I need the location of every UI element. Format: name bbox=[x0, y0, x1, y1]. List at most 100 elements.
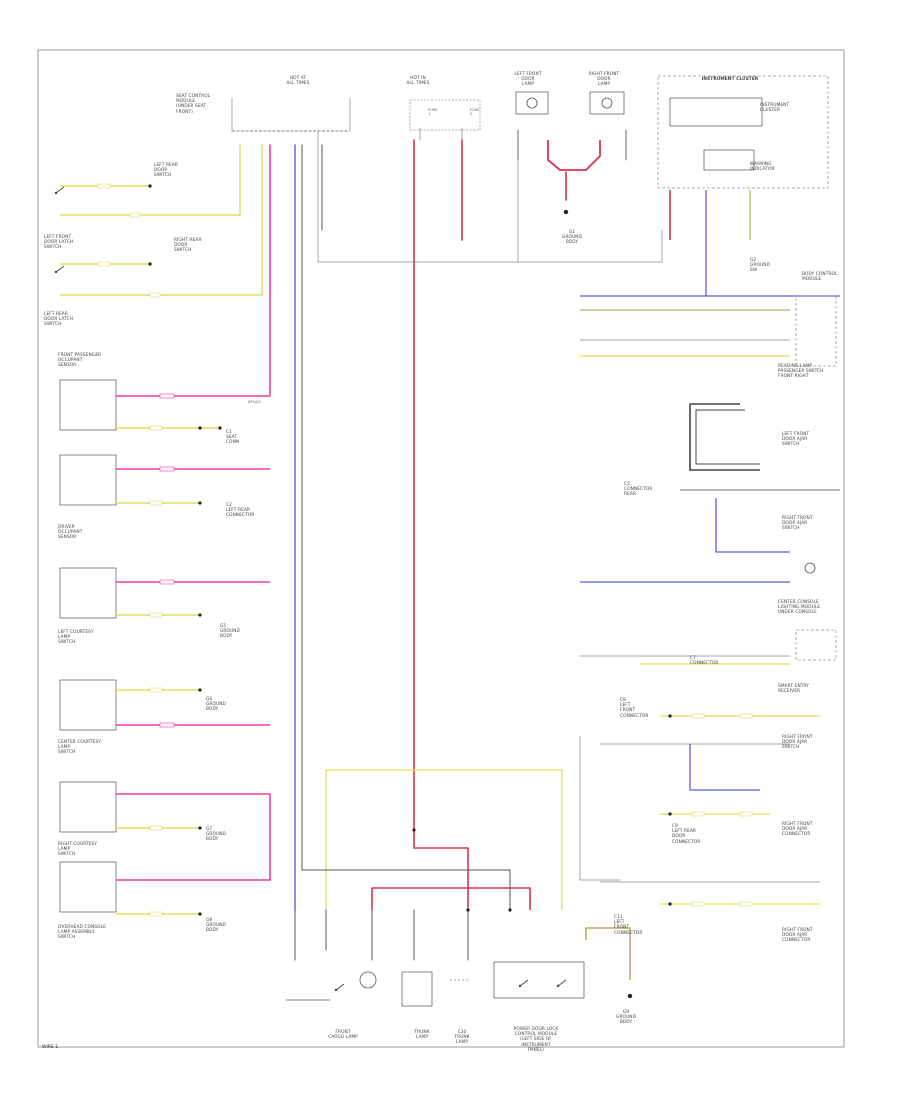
left-front-lamp-box bbox=[515, 91, 549, 115]
black-loop-1 bbox=[689, 403, 760, 471]
label-smart-entry: SMART ENTRY RECEIVER bbox=[778, 684, 810, 695]
label-trunk-lamp: TRUNK LAMP bbox=[414, 1030, 430, 1041]
lamp-red-wire bbox=[547, 140, 601, 171]
overhead-console-box bbox=[59, 861, 117, 913]
right-courtesy-pink bbox=[116, 793, 271, 881]
tag bbox=[159, 393, 175, 399]
junction-dot bbox=[198, 826, 202, 830]
tag bbox=[159, 466, 175, 472]
right-rear-door-switch bbox=[55, 265, 65, 273]
label-driver-occupant: DRIVER OCCUPANT SENSOR bbox=[58, 525, 83, 541]
blue-door-loop bbox=[689, 744, 760, 791]
label-ground-top: G1 GROUND BODY bbox=[562, 230, 582, 246]
label-left-rear-door-sw: LEFT REAR DOOR SWITCH bbox=[154, 163, 179, 179]
tag bbox=[691, 713, 705, 719]
page-frame bbox=[37, 49, 845, 1048]
trunk-lamp-box bbox=[401, 971, 433, 1007]
bottom-black-run bbox=[302, 869, 511, 910]
label-front-door-conn: C8 LEFT FRONT CONNECTOR bbox=[620, 698, 649, 719]
fuse-box-outline bbox=[409, 99, 481, 131]
lock-switch-1 bbox=[519, 979, 529, 987]
tag bbox=[149, 292, 161, 298]
label-r-ground-sw: G2 GROUND SW bbox=[750, 258, 770, 274]
label-trunk-lamp-conn: C10 TRUNK LAMP bbox=[454, 1030, 470, 1046]
junction-dot bbox=[218, 426, 222, 430]
power-door-lock-box bbox=[493, 961, 585, 999]
label-right-door-conn2: RIGHT FRONT DOOR AJAR CONNECTOR bbox=[782, 822, 813, 838]
label-right-front-lamp: RIGHT FRONT DOOR LAMP bbox=[588, 72, 620, 88]
driver-occupant-box bbox=[59, 454, 117, 506]
label-front-pass-occupant: FRONT PASSENGER OCCUPANT SENSOR bbox=[58, 353, 102, 369]
tag bbox=[97, 183, 111, 189]
junction-dot bbox=[148, 262, 152, 266]
bottom-red-run bbox=[413, 830, 469, 910]
label-overhead-console: OVERHEAD CONSOLE LAMP ASSEMBLY SWITCH bbox=[58, 925, 106, 941]
junction-dot bbox=[412, 828, 416, 832]
switch-contact bbox=[518, 984, 522, 988]
tag bbox=[149, 911, 163, 917]
bcm-outline bbox=[795, 295, 837, 367]
junction-dot bbox=[198, 613, 202, 617]
label-center-courtesy: CENTER COURTESY LAMP SWITCH bbox=[58, 740, 102, 756]
tag bbox=[149, 612, 163, 618]
black-loop-2 bbox=[695, 409, 760, 465]
tag bbox=[739, 811, 753, 817]
junction-dot bbox=[148, 184, 152, 188]
label-right-front-door-ajar: RIGHT FRONT DOOR AJAR SWITCH bbox=[782, 516, 813, 532]
label-left-courtesy: LEFT COURTESY LAMP SWITCH bbox=[58, 630, 94, 646]
tag bbox=[149, 825, 163, 831]
label-right-courtesy: RIGHT COURTESY LAMP SWITCH bbox=[58, 842, 98, 858]
cargo-lamp-bulb bbox=[359, 971, 377, 989]
tag bbox=[739, 713, 753, 719]
gray-ground-loop bbox=[317, 131, 663, 263]
switch-contact bbox=[334, 988, 338, 992]
right-front-lamp-bulb bbox=[601, 97, 613, 109]
tag bbox=[739, 901, 753, 907]
label-left-front-lamp: LEFT FRONT DOOR LAMP bbox=[514, 72, 542, 88]
page-code: WIRE-1 bbox=[42, 1045, 59, 1050]
bottom-red-loop bbox=[371, 887, 531, 910]
label-fuse-block-a: HOT AT ALL TIMES bbox=[286, 76, 310, 87]
junction-dot bbox=[466, 908, 470, 912]
final-ground-symbol bbox=[627, 993, 633, 999]
front-passenger-occupant-box bbox=[59, 379, 117, 431]
label-c-conn: C7 CONNECTOR bbox=[690, 656, 719, 667]
left-rear-door-switch bbox=[55, 186, 65, 194]
console-box-outline bbox=[795, 629, 837, 661]
label-splice-2: C2 LEFT REAR CONNECTOR bbox=[226, 503, 255, 519]
label-right-rear-door-sw: RIGHT REAR DOOR SWITCH bbox=[174, 238, 202, 254]
tag bbox=[129, 212, 141, 218]
label-left-courtesy-gnd: G5 GROUND BODY bbox=[220, 624, 240, 640]
label-power-door-lock: POWER DOOR LOCK CONTROL MODULE (LEFT SID… bbox=[513, 1027, 559, 1053]
junction-dot bbox=[198, 426, 202, 430]
label-left-front-door-ajar: LEFT FRONT DOOR AJAR SWITCH bbox=[782, 432, 810, 448]
label-instrument-cluster: INSTRUMENT CLUSTER bbox=[701, 77, 759, 82]
dome-lamp-symbol bbox=[804, 562, 816, 574]
label-front-lamp: FRONT CARGO LAMP bbox=[328, 1030, 358, 1041]
label-seat-control-module: SEAT CONTROL MODULE (UNDER SEAT FRONT) bbox=[176, 94, 211, 115]
label-left-rear-door-ajar: C5 CONNECTOR REAR bbox=[624, 482, 653, 498]
label-body-control-module: BODY CONTROL MODULE bbox=[802, 272, 838, 283]
label-reading-lamp: READING LAMP PASSENGER SWITCH FRONT RIGH… bbox=[778, 364, 824, 380]
junction-dot bbox=[668, 714, 672, 718]
label-front-connector: C11 LEFT FRONT CONNECTOR bbox=[614, 915, 643, 936]
lock-switch-2 bbox=[557, 979, 567, 987]
switch-contact bbox=[54, 270, 58, 274]
instrument-cluster-outline bbox=[657, 75, 829, 189]
label-splice-top: SPLICE bbox=[248, 400, 261, 404]
tag bbox=[691, 811, 705, 817]
label-fuse-2: FUSE 2 bbox=[470, 108, 480, 117]
left-courtesy-lamp-box bbox=[59, 567, 117, 619]
right-courtesy-lamp-box bbox=[59, 781, 117, 833]
lamp-ground-symbol bbox=[563, 209, 569, 215]
label-cluster-warning: WARNING INDICATOR bbox=[750, 162, 775, 173]
tag bbox=[149, 687, 163, 693]
label-rear-door-conn: C9 LEFT REAR DOOR CONNECTOR bbox=[672, 824, 701, 845]
tag bbox=[691, 901, 705, 907]
front-cargo-switch bbox=[335, 983, 345, 991]
junction-dot bbox=[508, 908, 512, 912]
label-right-door-conn: RIGHT FRONT DOOR AJAR SWITCH bbox=[782, 735, 813, 751]
label-left-rear-latch: LEFT REAR DOOR LATCH SWITCH bbox=[44, 312, 74, 328]
label-instrument-sub: INSTRUMENT CLUSTER bbox=[760, 103, 790, 114]
label-center-gnd: G6 GROUND BODY bbox=[206, 697, 226, 713]
